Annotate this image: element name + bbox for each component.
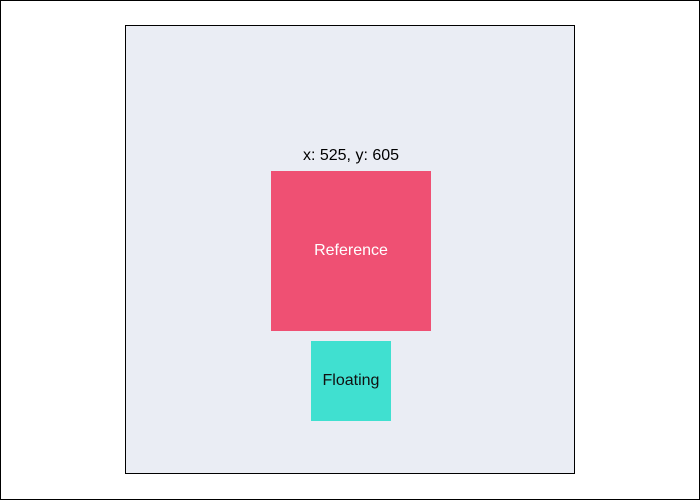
reference-element[interactable]: Reference [271, 171, 431, 331]
floating-element[interactable]: Floating [311, 341, 391, 421]
floating-label: Floating [322, 372, 380, 389]
reference-label: Reference [314, 242, 388, 259]
coordinates-readout: x: 525, y: 605 [302, 147, 400, 164]
